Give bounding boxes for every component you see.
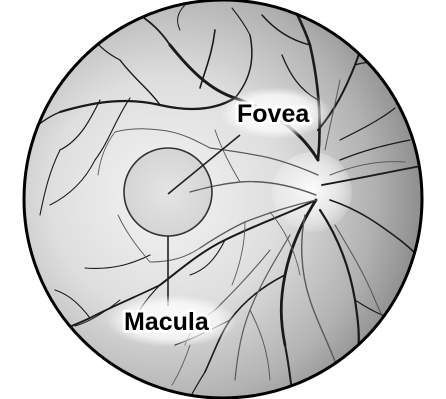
fovea-label: Fovea [237, 100, 310, 128]
optic-disc-icon [272, 152, 352, 232]
macula-label: Macula [124, 308, 210, 336]
